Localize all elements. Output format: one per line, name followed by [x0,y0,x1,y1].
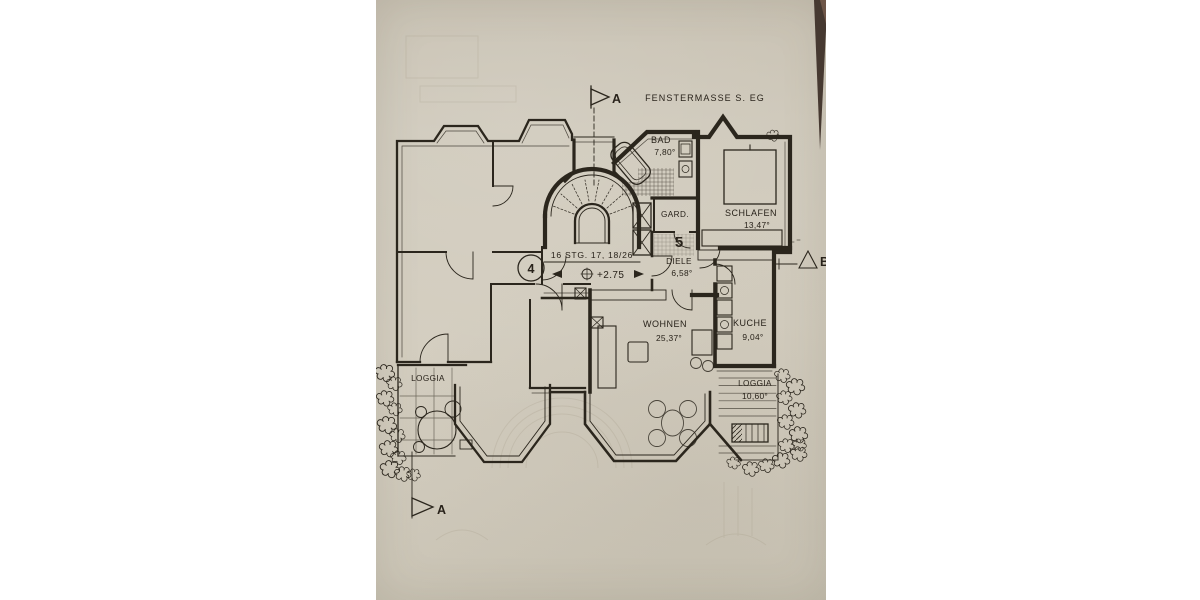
window-note: FENSTERMASSE S. EG [645,93,765,103]
stair-label: 16 STG. 17, 18/26 [551,250,633,260]
table [627,341,649,363]
section-marker-top: A [590,85,621,109]
room-schlafen: SCHLAFEN 13,47° [701,129,783,247]
bay-window-wohnen [583,390,712,463]
bay-window-left [453,383,587,464]
room-gard: GARD. [653,197,699,256]
loggia-left-table [413,400,473,453]
room-bad: BAD 7,80° [610,135,693,196]
floor-plan-photo: LOGGIA 16 STG. 17, 18/26 [376,0,826,600]
loggia-right: LOGGIA 10,60° [708,373,779,462]
room-area-loggia-right: 10,60° [742,391,768,401]
room-area-kueche: 9,04° [742,332,763,342]
room-label-diele: DIELE [666,257,692,266]
room-diele: DIELE 6,58° [666,257,692,278]
paper-shadow-wedge [814,0,826,150]
room-area-schlafen: 13,47° [744,220,770,230]
room-label-loggia-left: LOGGIA [411,374,445,383]
section-marker-right: B [774,239,826,270]
wardrobe [701,229,783,247]
section-marker-top-letter: A [612,92,621,106]
section-marker-bottom: A [411,451,446,519]
level-dimension: +2.75 [552,267,644,281]
room-label-loggia-right: LOGGIA [738,379,772,388]
room-label-wohnen: WOHNEN [643,319,687,329]
apartment-4-walls [395,118,592,394]
wall-hatched-kueche [697,249,775,261]
room-area-bad: 7,80° [654,147,675,157]
room-area-wohnen: 25,37° [656,333,682,343]
apartment-number-4-circle: 4 [517,254,545,282]
section-marker-right-letter: B [820,255,826,269]
wall-unit [597,325,617,389]
room-label-bad: BAD [651,135,671,145]
ghost-bleedthrough [405,35,767,546]
section-marker-bottom-letter: A [437,503,446,517]
floor-plan-drawing: LOGGIA 16 STG. 17, 18/26 [376,0,826,546]
room-label-schlafen: SCHLAFEN [725,208,777,218]
dining-set [648,400,697,447]
chairs-sketch [690,357,714,372]
bath-tile-floor [638,168,674,196]
diele-floor-hatch [654,234,694,256]
sideboard [691,329,713,356]
entry-mat [574,287,587,300]
bath-sink [678,140,693,158]
room-wohnen: WOHNEN 25,37° [583,316,714,463]
dimension-arrow-left-icon [552,270,562,278]
deck-lines [718,377,777,454]
room-kueche: KUCHE 9,04° [716,265,767,350]
kitchen-counter [716,265,733,350]
apartment-number-5: 5 [675,234,683,251]
level-value: +2.75 [597,270,624,281]
bed [723,149,777,205]
flower-box [731,423,769,443]
room-label-gard: GARD. [661,210,689,219]
bath-wc [678,160,693,178]
loggia-left: LOGGIA [396,363,473,457]
dimension-arrow-right-icon [634,270,644,278]
wall-hatched-wohnen [589,289,667,301]
room-area-diele: 6,58° [671,268,692,278]
elevator-shaft [632,202,652,256]
room-label-kueche: KUCHE [733,318,767,328]
apartment-5-walls [588,113,793,394]
apartment-number-4: 4 [528,262,535,276]
